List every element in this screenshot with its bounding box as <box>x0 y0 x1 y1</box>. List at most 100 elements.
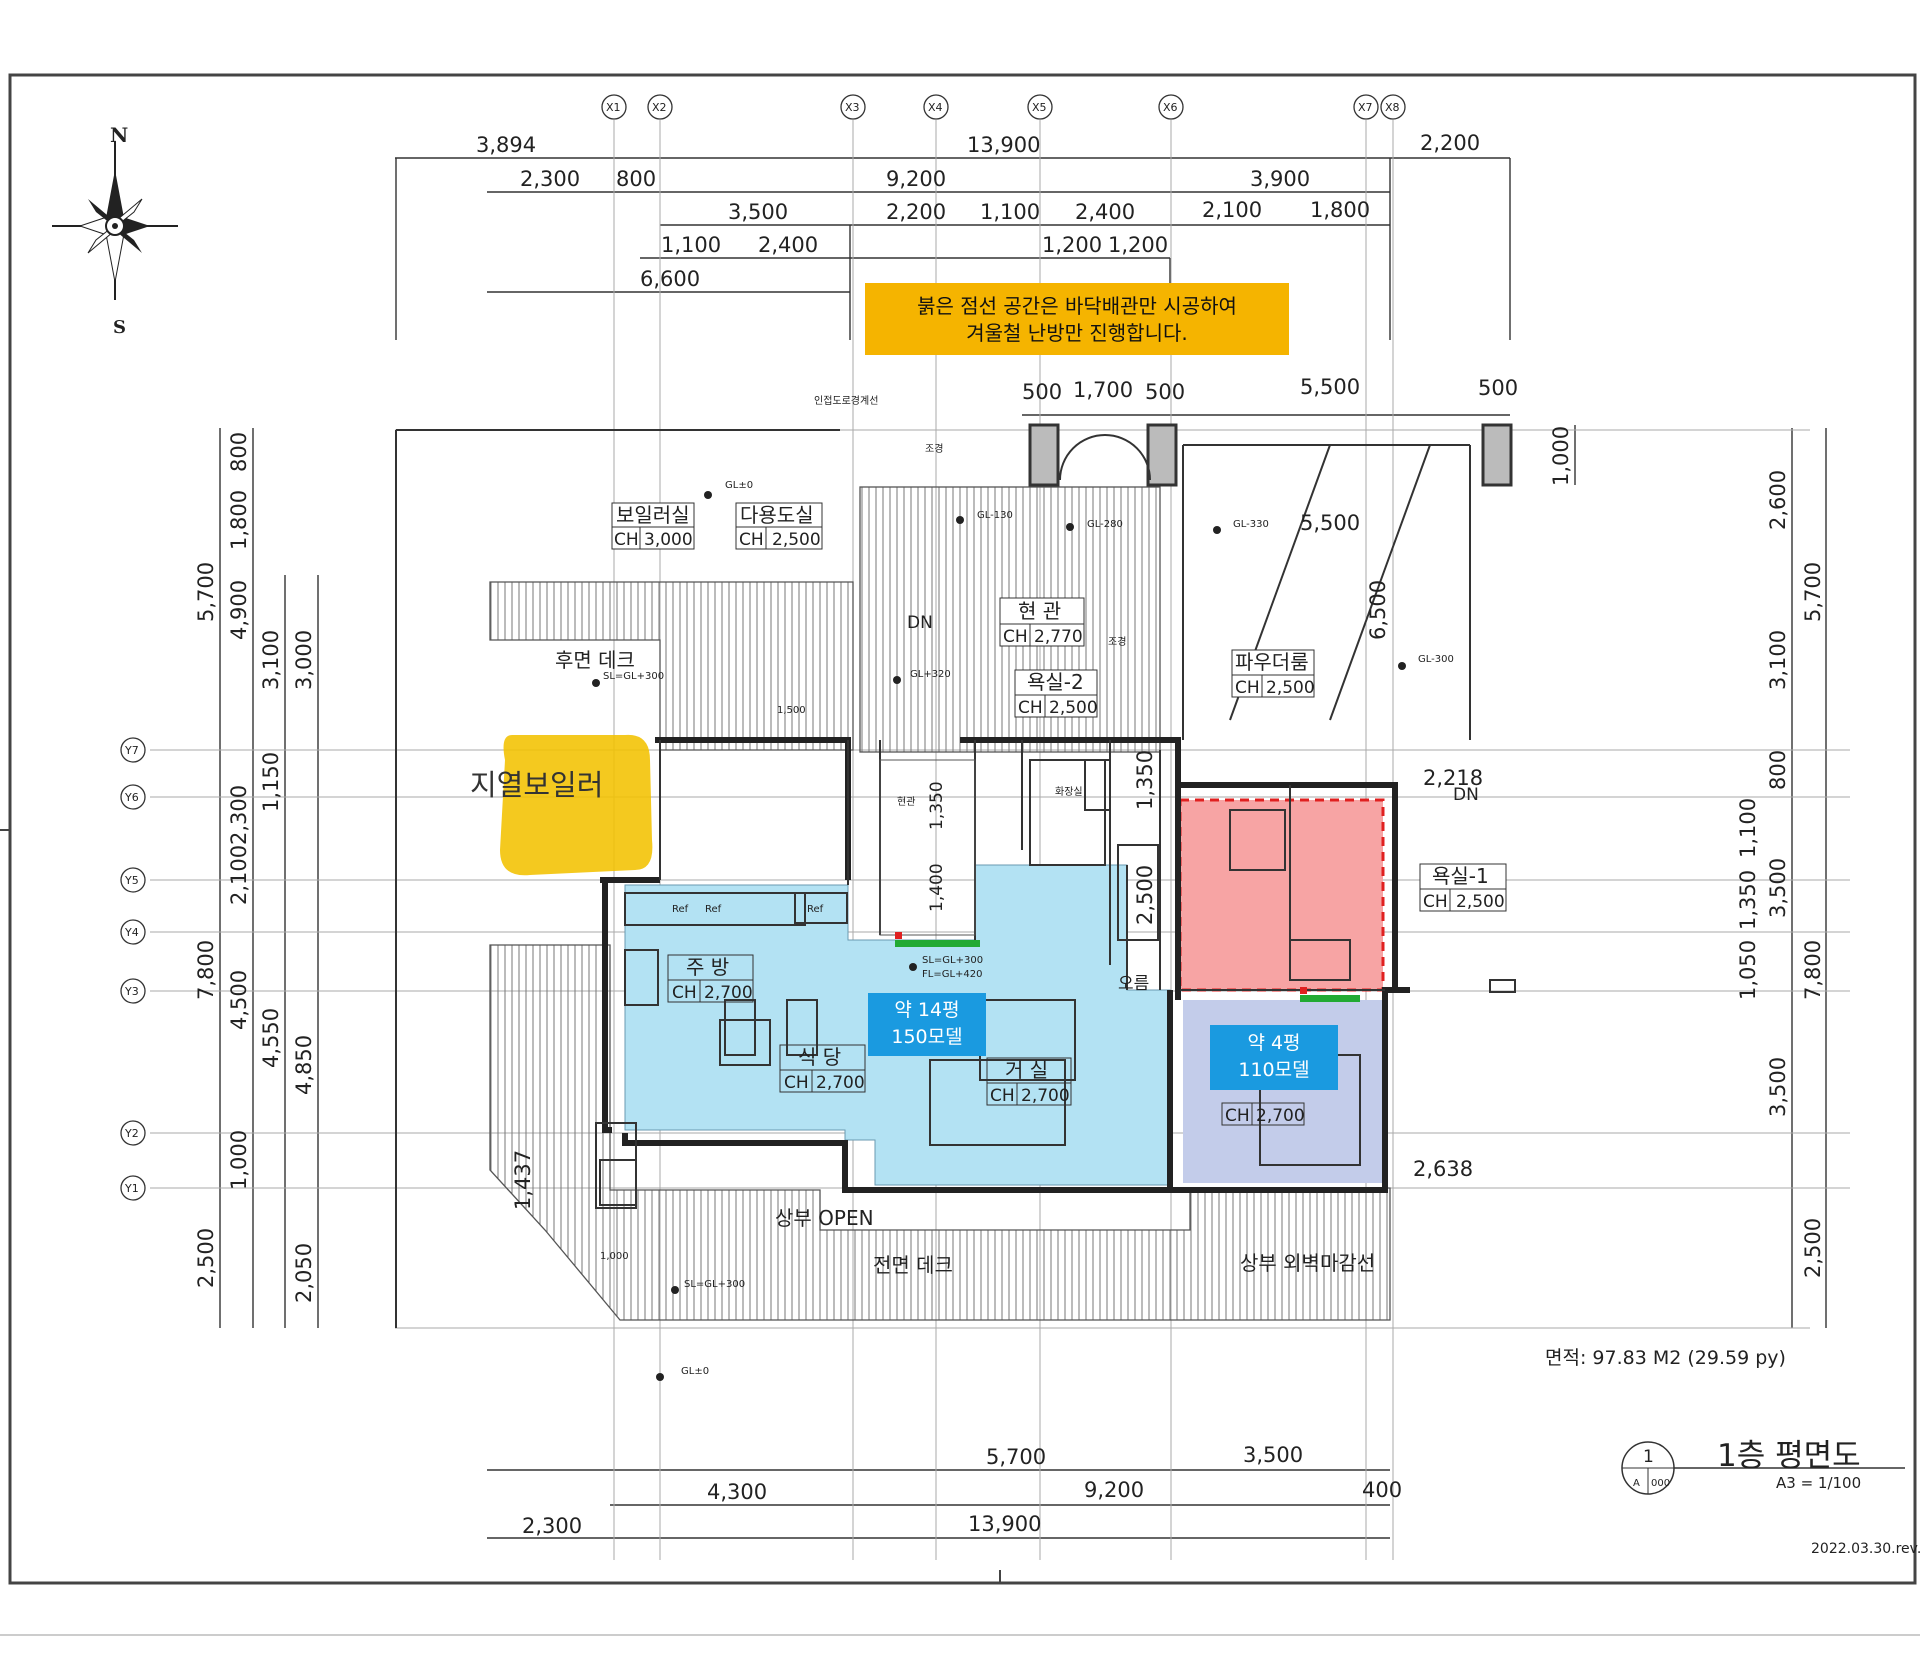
landscape-label-2: 조경 <box>1108 635 1126 648</box>
revision-date: 2022.03.30.rev. <box>1811 1541 1920 1557</box>
red-marker-1 <box>895 932 902 939</box>
level-fl420: FL=GL+420 <box>922 969 983 980</box>
level-gl280: GL-280 <box>1087 519 1123 530</box>
dim-bot-r2-0: 4,300 <box>707 1480 767 1504</box>
grid-y3: Y3 <box>124 985 139 998</box>
dim-left-c2-3: 2,300 <box>227 785 251 845</box>
dim-top-r1-2: 2,200 <box>1420 131 1480 155</box>
room-kitchen-ch-val: 2,700 <box>704 983 753 1003</box>
room-bedroom-ch-val: 2,700 <box>1256 1106 1305 1126</box>
level-markers: GL±0 GL-130 GL-280 GL-330 GL-300 GL+320 … <box>592 480 1454 1381</box>
dim-left-c2-2: 4,900 <box>227 580 251 640</box>
dim-right-c2-1: 3,500 <box>1766 858 1790 918</box>
level-gl330: GL-330 <box>1233 519 1269 530</box>
room-dining: 식 당 CH 2,700 <box>779 1044 866 1093</box>
heating-note: 붉은 점선 공간은 바닥배관만 시공하여 겨울철 난방만 진행합니다. <box>865 283 1289 355</box>
dim-left-c2-4: 2,100 <box>227 845 251 905</box>
area-labels: 지열보일러 후면 데크 전면 데크 상부 OPEN 상부 외벽마감선 인접도로경… <box>470 394 1479 1277</box>
room-powder-ch-val: 2,500 <box>1266 678 1315 698</box>
dims-right: 1,000 2,600 3,100 800 1,100 1,350 1,050 … <box>1549 426 1825 1278</box>
dim-1437: 1,437 <box>511 1150 535 1210</box>
room-powder-name: 파우더룸 <box>1235 650 1309 674</box>
main-area-size: 약 14평 <box>894 999 960 1021</box>
sheet-ref-symbol: 1 A 000 <box>1621 1441 1905 1495</box>
dims-top: 3,894 13,900 2,200 2,300 800 9,200 3,900… <box>476 131 1518 404</box>
room-living-ch-val: 2,700 <box>1021 1086 1070 1106</box>
floor-area: 면적: 97.83 M2 (29.59 py) <box>1545 1347 1786 1369</box>
dim-top-r2-2: 9,200 <box>886 167 946 191</box>
dim-2500-stair: 2,500 <box>1133 865 1157 925</box>
red-heated-area <box>1180 800 1383 990</box>
main-area-model: 150모델 <box>891 1026 963 1048</box>
sheet-ref-b: 000 <box>1651 1478 1670 1489</box>
dim-bot-r1-1: 3,500 <box>1243 1443 1303 1467</box>
dim-left-c3-3: 2,050 <box>292 1243 316 1303</box>
dim-left-c2-1: 1,800 <box>227 490 251 550</box>
grid-y6: Y6 <box>124 791 139 804</box>
dim-inner-6500: 6,500 <box>1366 580 1390 640</box>
dim-top-r4-1: 2,400 <box>758 233 818 257</box>
room-bath1-ch: CH <box>1423 892 1448 912</box>
grid-y1: Y1 <box>124 1182 139 1195</box>
dims-misc: 5,500 6,500 2,218 2,638 1,437 1,350 1,35… <box>511 511 1483 1210</box>
ref-label-2: Ref <box>705 904 722 915</box>
level-gl130: GL-130 <box>977 510 1013 521</box>
room-boiler: 보일러실 CH 3,000 <box>611 502 695 550</box>
level-front-deck: SL=GL+300 <box>684 1279 745 1290</box>
room-boiler-ch-val: 3,000 <box>644 530 693 550</box>
room-bath1-ch-val: 2,500 <box>1456 892 1505 912</box>
grid-bubble-labels-left: Y7 Y6 Y5 Y4 Y3 Y2 Y1 <box>124 744 139 1195</box>
level-gl300: GL-300 <box>1418 654 1454 665</box>
dim-top-r3-5: 1,800 <box>1310 198 1370 222</box>
room-kitchen: 주 방 CH 2,700 <box>667 954 754 1003</box>
room-bath2-ch-val: 2,500 <box>1049 698 1098 718</box>
room-bedroom: CH 2,700 <box>1221 1102 1305 1126</box>
interior-walls <box>395 423 1516 1328</box>
room-bath2-name: 욕실-2 <box>1027 670 1084 694</box>
grid-x4: X4 <box>928 101 943 114</box>
grid-y7: Y7 <box>124 744 139 757</box>
dim-top-r4-0: 1,100 <box>661 233 721 257</box>
up-label: 오름 <box>1118 974 1149 994</box>
main-area-tag: 약 14평 150모델 <box>868 993 986 1056</box>
upper-open-label: 상부 OPEN <box>775 1206 874 1230</box>
room-powder: 파우더룸 CH 2,500 <box>1231 649 1315 698</box>
grid-y4: Y4 <box>124 926 139 939</box>
dn-label-1: DN <box>907 613 933 633</box>
dim-1350a: 1,350 <box>1133 750 1157 810</box>
dim-top-r1-0: 3,894 <box>476 133 536 157</box>
small-dim-1000: 1,000 <box>600 1251 629 1262</box>
dimension-lines <box>219 157 1827 1539</box>
dim-left-c1-0: 5,700 <box>194 562 218 622</box>
room-powder-ch: CH <box>1235 678 1260 698</box>
dim-1350b: 1,350 <box>927 781 947 830</box>
dim-bot-r2-1: 9,200 <box>1084 1478 1144 1502</box>
dim-left-c1-2: 2,500 <box>194 1228 218 1288</box>
dims-bottom: 5,700 3,500 4,300 9,200 400 2,300 13,900 <box>522 1443 1402 1538</box>
dim-top-r2-0: 2,300 <box>520 167 580 191</box>
dim-top-r4-3: 1,200 <box>1108 233 1168 257</box>
drawing-scale: A3 = 1/100 <box>1776 1474 1862 1492</box>
green-marker-1 <box>895 940 980 947</box>
room-entrance-name: 현 관 <box>1018 599 1061 623</box>
level-gl320: GL+320 <box>910 669 951 680</box>
dim-top-r5-0: 6,600 <box>640 267 700 291</box>
room-utility-name: 다용도실 <box>740 503 814 527</box>
grid-bubble-labels-top: X1 X2 X3 X4 X5 X6 X7 X8 <box>606 101 1400 114</box>
sheet-ref-num: 1 <box>1643 1447 1654 1467</box>
small-dim-1500: 1,500 <box>777 705 806 716</box>
dim-1400: 1,400 <box>927 863 947 912</box>
grid-bubbles-left <box>120 737 146 1201</box>
room-labels: 보일러실 CH 3,000 다용도실 CH 2,500 현 관 CH 2,770… <box>611 502 1507 1126</box>
red-marker-2 <box>1300 987 1307 994</box>
dim-top-r3-2: 1,100 <box>980 200 1040 224</box>
room-dining-name: 식 당 <box>798 1045 841 1069</box>
dim-top-r6-2: 500 <box>1145 380 1185 404</box>
room-bath1-name: 욕실-1 <box>1432 864 1489 888</box>
rear-deck-label: 후면 데크 <box>555 648 635 672</box>
dim-left-c3-1: 1,150 <box>259 752 283 812</box>
dim-left-c3-2: 4,550 <box>259 1008 283 1068</box>
dim-top-r6-0: 500 <box>1022 380 1062 404</box>
compass-icon: N S <box>52 123 178 338</box>
sheet-frame <box>0 73 1920 1636</box>
